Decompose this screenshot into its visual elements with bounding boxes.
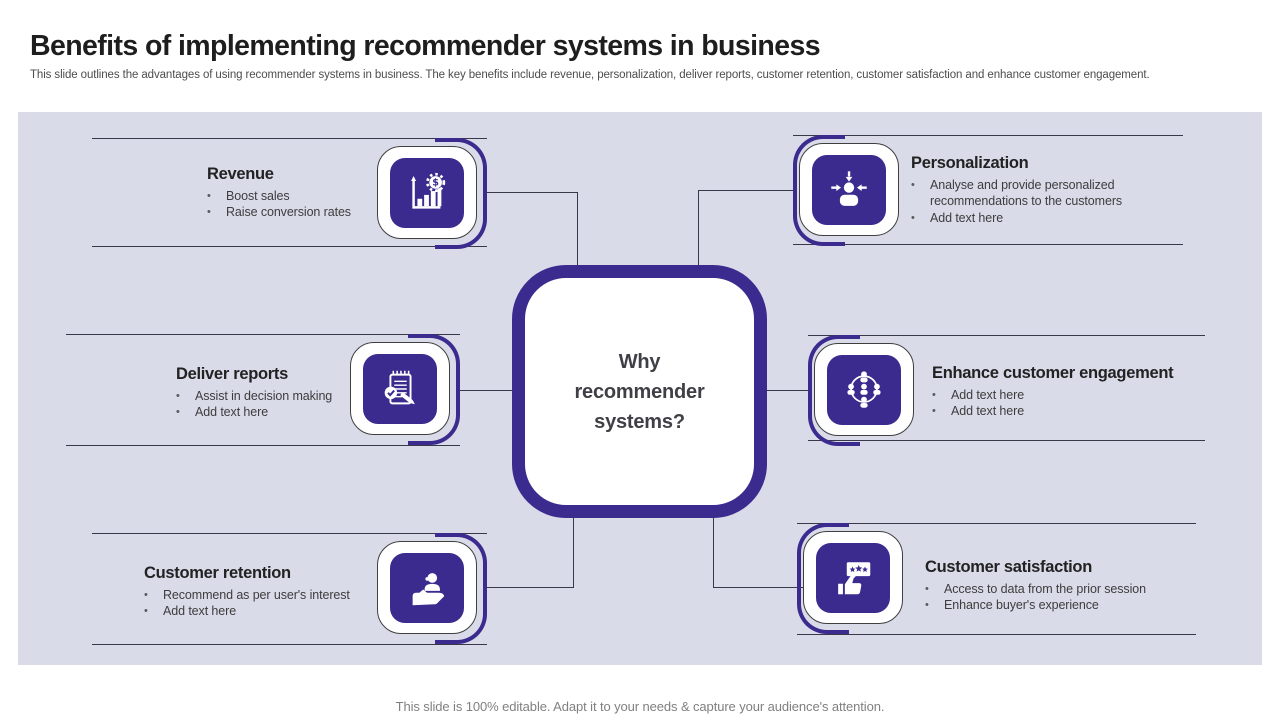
bullet-marker: •: [144, 605, 148, 618]
bullet-marker: •: [176, 390, 180, 402]
center-question-label: Why recommender systems?: [574, 350, 705, 433]
slide-footer-note: This slide is 100% editable. Adapt it to…: [395, 699, 885, 714]
icon-frame-satisfaction: [797, 523, 907, 634]
bullet-item: •Add text here: [176, 405, 269, 420]
personalization-target-user-icon: [831, 170, 867, 206]
bullet-marker: •: [925, 583, 929, 595]
benefit-card-deliver-reports: Deliver reports •Assist in decision maki…: [66, 334, 460, 446]
bullet-marker: •: [911, 179, 915, 191]
icon-frame-revenue: $: [377, 138, 487, 249]
bullet-marker: •: [911, 211, 915, 224]
purple-bracket: [408, 334, 460, 445]
benefit-title-satisfaction: Customer satisfaction: [925, 558, 1092, 576]
bullet-marker: •: [932, 389, 936, 401]
connector-engagement-horizontal: [765, 390, 809, 392]
connector-revenue-vertical: [577, 192, 579, 266]
bullet-item: •Enhance buyer's experience: [925, 598, 1099, 613]
bullet-item: •Add text here: [911, 210, 1004, 225]
bullet-marker: •: [932, 405, 936, 418]
thumbs-up-review-stars-icon: [838, 561, 871, 594]
benefit-bullets: •Boost sales •Raise conversion rates: [207, 188, 407, 221]
icon-outer-box: [814, 343, 914, 436]
icon-frame-retention: [377, 533, 487, 644]
hand-holding-customer-icon: [412, 572, 445, 605]
icon-inner-box: [812, 154, 886, 225]
benefit-title-engagement: Enhance customer engagement: [932, 364, 1174, 382]
purple-bracket: [808, 335, 860, 446]
icon-inner-box: [827, 354, 901, 425]
connector-retention-horizontal: [487, 587, 574, 589]
icon-frame-personalization: [793, 135, 903, 246]
bullet-item: •Add text here: [144, 604, 237, 619]
benefit-card-retention: Customer retention •Recommend as per use…: [92, 533, 487, 645]
benefit-title-revenue: Revenue: [207, 165, 274, 183]
icon-inner-box: [363, 353, 437, 424]
benefit-card-engagement: Enhance customer engagement •Add text he…: [808, 335, 1205, 446]
purple-bracket: [435, 138, 487, 249]
benefit-bullets: •Recommend as per user's interest •Add t…: [144, 587, 379, 620]
benefit-bullets: •Access to data from the prior session •…: [925, 581, 1187, 614]
icon-outer-box: $: [377, 146, 477, 239]
page-title: Benefits of implementing recommender sys…: [30, 30, 821, 62]
bullet-marker: •: [144, 589, 148, 601]
icon-inner-box: $: [390, 157, 464, 228]
bullet-item: •Add text here: [932, 388, 1025, 402]
icon-outer-box: [799, 143, 899, 236]
center-question-box: Why recommender systems?: [512, 265, 767, 518]
bullet-item: •Assist in decision making: [176, 389, 333, 403]
benefit-bullets: •Add text here •Add text here: [932, 387, 1197, 420]
benefit-bullets: •Analyse and provide personalized recomm…: [911, 177, 1169, 226]
purple-bracket: [435, 533, 487, 644]
icon-inner-box: [390, 552, 464, 623]
bullet-item: •Boost sales: [207, 189, 290, 203]
bullet-marker: •: [207, 206, 211, 219]
connector-revenue-horizontal: [487, 192, 578, 194]
benefit-title-deliver-reports: Deliver reports: [176, 365, 288, 383]
connector-retention-vertical: [573, 516, 575, 588]
icon-outer-box: [350, 342, 450, 435]
connector-satisfaction-vertical: [713, 516, 715, 588]
slide-subtitle: This slide outlines the advantages of us…: [30, 68, 1150, 81]
revenue-growth-icon: $: [411, 172, 446, 209]
people-network-icon: [847, 370, 881, 408]
svg-text:$: $: [432, 177, 439, 188]
bullet-item: •Access to data from the prior session: [925, 582, 1146, 596]
bullet-item: •Raise conversion rates: [207, 205, 351, 220]
icon-outer-box: [803, 531, 903, 624]
connector-personalization-vertical: [698, 190, 700, 266]
connector-satisfaction-horizontal: [713, 587, 804, 589]
bullet-marker: •: [207, 190, 211, 202]
bullet-item: •Analyse and provide personalized recomm…: [911, 178, 1123, 209]
slide-header: Benefits of implementing recommender sys…: [30, 30, 1254, 81]
purple-bracket: [793, 135, 845, 246]
bullet-item: •Recommend as per user's interest: [144, 588, 350, 602]
connector-personalization-horizontal: [698, 190, 794, 192]
connector-deliver-reports-horizontal: [459, 390, 514, 392]
benefit-card-satisfaction: Customer satisfaction •Access to data fr…: [797, 523, 1196, 635]
benefit-card-revenue: Revenue •Boost sales •Raise conversion r…: [92, 138, 487, 249]
report-checklist-pen-icon: [384, 370, 415, 404]
bullet-marker: •: [176, 406, 180, 419]
icon-outer-box: [377, 541, 477, 634]
icon-inner-box: [816, 542, 890, 613]
bullet-marker: •: [925, 599, 929, 612]
benefit-card-personalization: Personalization •Analyse and provide per…: [793, 135, 1183, 246]
benefit-title-personalization: Personalization: [911, 154, 1029, 172]
benefit-title-retention: Customer retention: [144, 564, 291, 582]
benefit-bullets: •Assist in decision making •Add text her…: [176, 388, 386, 421]
purple-bracket: [797, 523, 849, 634]
icon-frame-engagement: [808, 335, 918, 446]
bullet-item: •Add text here: [932, 404, 1025, 419]
icon-frame-deliver-reports: [350, 334, 460, 445]
